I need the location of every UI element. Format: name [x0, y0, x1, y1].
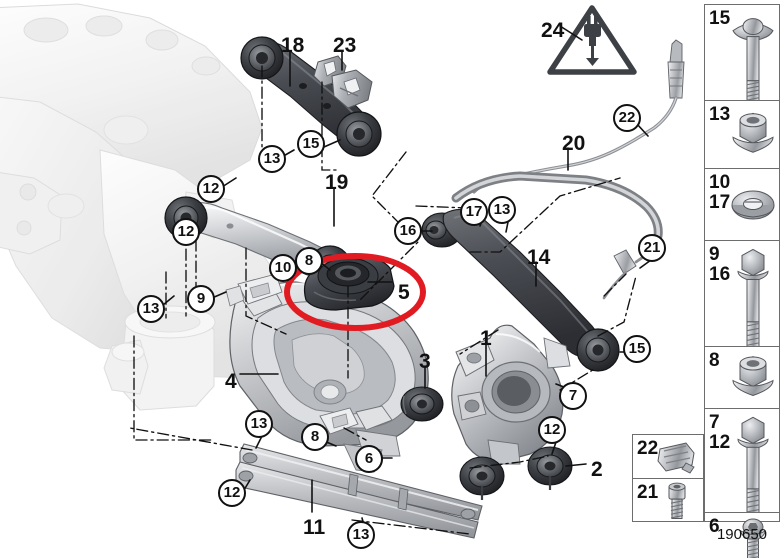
- legend-numbers: 13: [709, 105, 730, 125]
- legend-number-12: 12: [709, 432, 731, 453]
- part-label-24: 24: [541, 19, 565, 42]
- legend-number-6: 6: [709, 516, 720, 537]
- part-label-18: 18: [281, 34, 305, 57]
- parts-legend-rail: 15 13: [704, 4, 780, 558]
- legend-numbers: 22: [637, 439, 658, 459]
- part-20-wheel-speed-sensor: [472, 39, 685, 300]
- part-14-integral-link: [442, 208, 620, 372]
- part-9-bracket: [225, 273, 283, 307]
- legend-number-17: 17: [709, 192, 731, 213]
- part-label-3: 3: [419, 350, 431, 373]
- part-5-subframe-mount-bushing: [303, 256, 395, 311]
- cable-clamp-icon: [652, 435, 702, 478]
- callout-bubble-6: 6: [355, 445, 383, 473]
- callout-bubble-9: 9: [187, 285, 215, 313]
- callout-bubble-8: 8: [301, 423, 329, 451]
- flange-nut-icon: [728, 101, 778, 168]
- callout-bubble-15: 15: [623, 335, 651, 363]
- legend-cell-8: 8: [705, 347, 779, 409]
- callout-bubble-13: 13: [347, 521, 375, 549]
- callout-bubble-12: 12: [538, 416, 566, 444]
- legend-numbers: 6: [709, 517, 720, 537]
- hex-bolt-long-icon: [728, 409, 778, 512]
- callout-bubble-15: 15: [297, 130, 325, 158]
- legend-numbers: 15: [709, 9, 730, 29]
- part-label-5: 5: [398, 281, 410, 304]
- legend-number-10: 10: [709, 172, 731, 193]
- socket-screw-icon: [652, 479, 702, 523]
- callout-bubble-8: 8: [295, 247, 323, 275]
- flange-nut-icon: [728, 347, 778, 408]
- legend-number-16: 16: [709, 264, 731, 285]
- legend-cell-22: 22: [633, 435, 703, 479]
- legend-number-9: 9: [709, 244, 720, 265]
- callout-bubble-22: 22: [613, 104, 641, 132]
- suspension-illustration: [0, 3, 685, 539]
- callout-bubble-7: 7: [559, 382, 587, 410]
- part-label-2: 2: [591, 458, 603, 481]
- callout-bubble-21: 21: [638, 234, 666, 262]
- callout-bubble-13: 13: [137, 295, 165, 323]
- legend-number-7: 7: [709, 412, 720, 433]
- callout-bubble-13: 13: [258, 145, 286, 173]
- part-23-bracket: [313, 55, 373, 109]
- legend-cell-15: 15: [705, 5, 779, 101]
- callout-bubble-13: 13: [488, 196, 516, 224]
- callout-bubble-13: 13: [245, 410, 273, 438]
- part-18-upper-control-arm: [240, 36, 382, 157]
- callout-bubble-10: 10: [269, 254, 297, 282]
- callout-bubble-12: 12: [172, 218, 200, 246]
- legend-number-22: 22: [637, 438, 659, 459]
- part-label-19: 19: [325, 171, 349, 194]
- legend-numbers: 21: [637, 483, 658, 503]
- highlight-ellipse: [284, 253, 426, 331]
- part-1-wheel-carrier-knuckle: [451, 324, 571, 465]
- hex-bolt-long-icon: [728, 241, 778, 346]
- knuckle-lower-bushing: [459, 456, 505, 500]
- legend-number-21: 21: [637, 482, 659, 503]
- part-2-bushing: [527, 446, 573, 490]
- callout-bubble-12: 12: [197, 175, 225, 203]
- legend-numbers: 8: [709, 351, 720, 371]
- callout-bubble-12: 12: [218, 479, 246, 507]
- parts-legend-rail-secondary: 22 21: [632, 434, 704, 522]
- part-3-bushing: [400, 386, 444, 422]
- washer-icon: [728, 169, 778, 240]
- callout-bubble-16: 16: [394, 217, 422, 245]
- callout-bubble-17: 17: [460, 198, 488, 226]
- legend-number-13: 13: [709, 104, 731, 125]
- stabilizer-bar: [451, 171, 663, 241]
- part-24-connector-symbol: [547, 5, 637, 75]
- legend-cell-13: 13: [705, 101, 779, 169]
- legend-number-15: 15: [709, 8, 731, 29]
- flange-bolt-long-icon: [728, 5, 778, 100]
- legend-number-8: 8: [709, 350, 720, 371]
- legend-cell-6: 6: [705, 513, 779, 558]
- diagram-id-caption: 190650: [716, 526, 768, 543]
- part-label-20: 20: [562, 132, 586, 155]
- part-label-11: 11: [303, 516, 326, 539]
- part-8-bracket-small: [319, 405, 393, 435]
- torx-bolt-short-icon: [728, 513, 778, 558]
- part-label-1: 1: [480, 327, 492, 350]
- part-label-14: 14: [527, 246, 551, 269]
- part-label-4: 4: [225, 370, 237, 393]
- part-label-23: 23: [333, 34, 357, 57]
- legend-cell-21: 21: [633, 479, 703, 523]
